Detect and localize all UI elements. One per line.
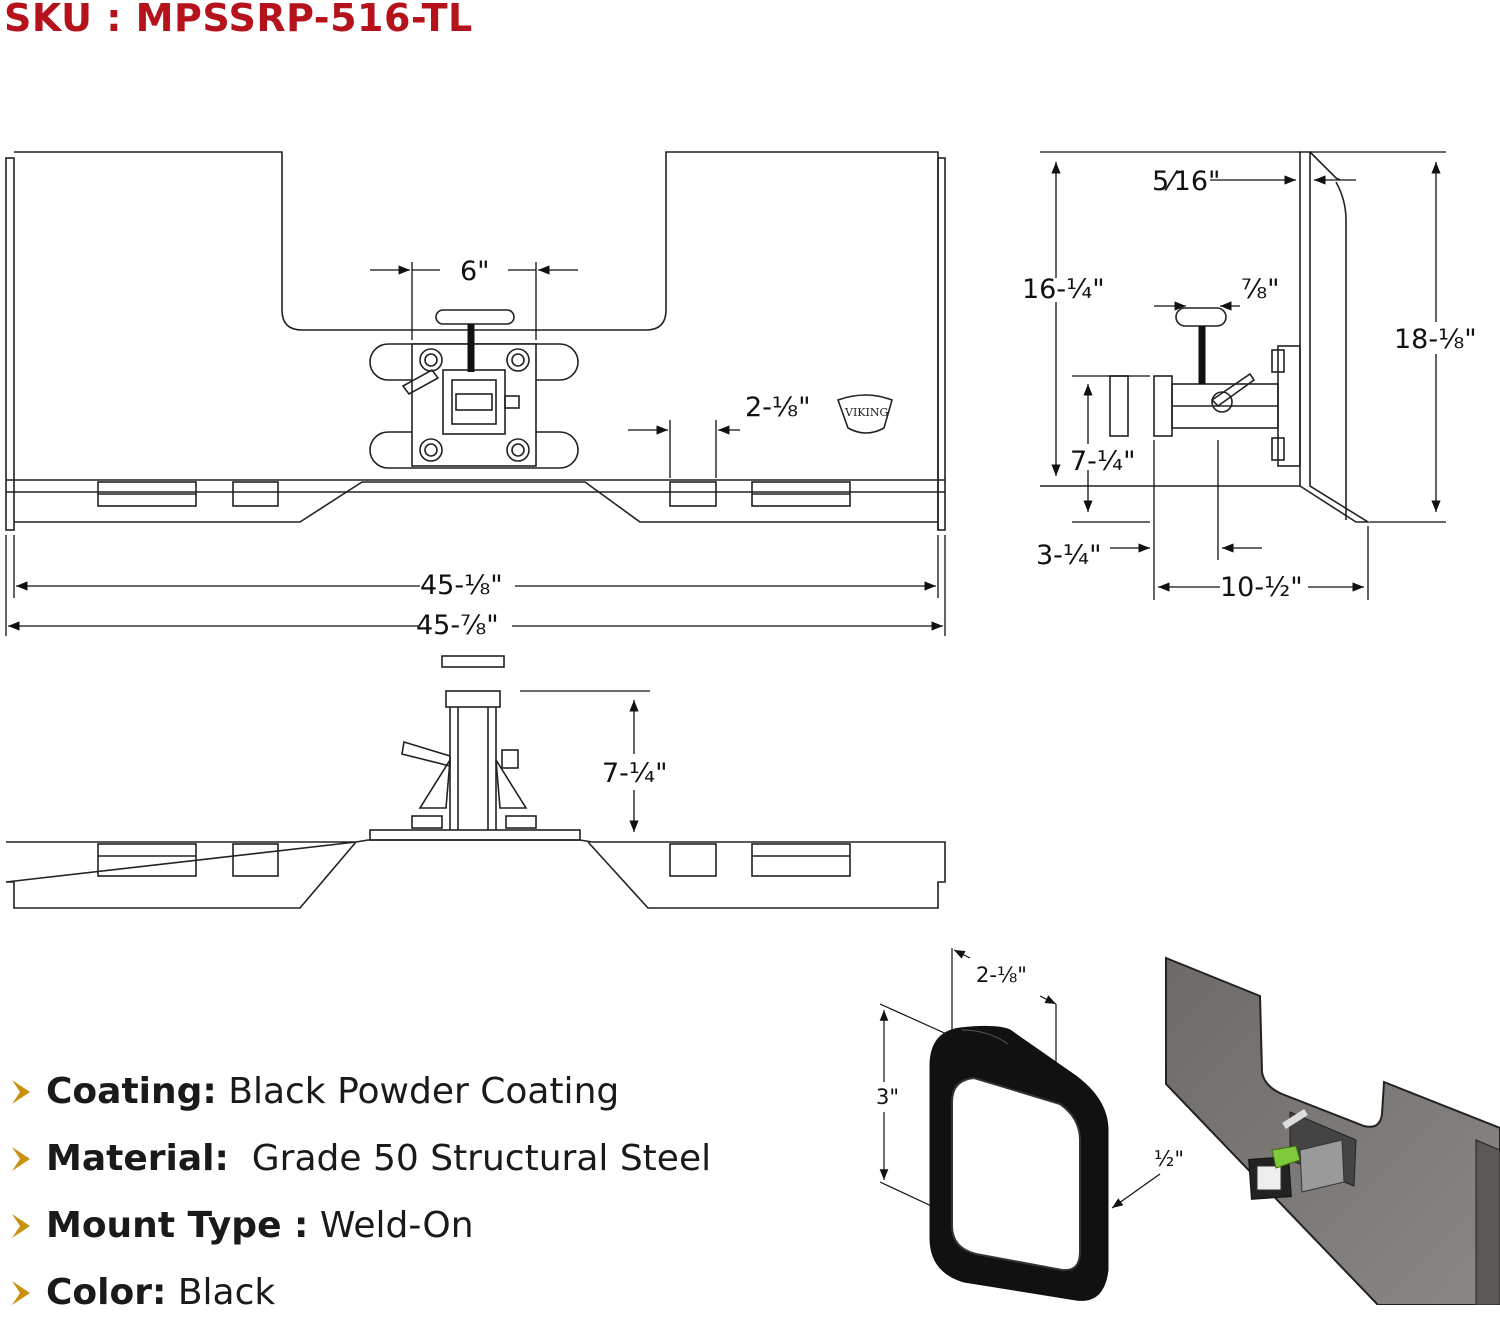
spec-coating: Coating: Black Powder Coating (6, 1058, 806, 1125)
dim-receiver-height: 3" (876, 1085, 899, 1109)
dim-height-inner: 16-¼" (1022, 274, 1105, 305)
dim-receiver-wall: ½" (1154, 1147, 1184, 1171)
front-slot-3 (669, 481, 717, 507)
front-right-edge (937, 157, 946, 531)
side-receiver-face (1153, 375, 1173, 437)
dim-pin: ⅞" (1241, 274, 1280, 305)
front-left-edge (5, 157, 15, 531)
dim-hitch-width: 6" (460, 256, 490, 287)
chevron-right-icon (12, 1213, 30, 1238)
receiver-detail (929, 1025, 1109, 1301)
lock-pin-handle (435, 309, 515, 325)
dim-slot: 2-⅛" (745, 392, 811, 423)
front-dimensions (5, 262, 946, 636)
dim-height-overall: 18-⅛" (1394, 324, 1477, 355)
receiver-dimensions (879, 948, 1161, 1211)
bottom-lever (401, 740, 451, 768)
dim-bottom-height: 7-¼" (602, 758, 668, 789)
bottom-pin-cap (441, 655, 505, 668)
dim-offset: 3-¼" (1036, 540, 1102, 571)
spec-material: Material: Grade 50 Structural Steel (6, 1125, 806, 1192)
dim-inner-width: 45-⅛" (420, 570, 503, 601)
chevron-right-icon (12, 1146, 30, 1171)
bottom-dimensions (520, 690, 650, 832)
side-section (1109, 375, 1129, 437)
dim-overall-width: 45-⅞" (416, 610, 499, 641)
front-lever (401, 368, 440, 396)
side-plate (1299, 151, 1371, 523)
chevron-right-icon (12, 1079, 30, 1104)
dim-plate: 5⁄16" (1152, 166, 1220, 197)
viking-logo (836, 394, 893, 434)
front-slot-2 (232, 481, 279, 507)
chevron-right-icon (12, 1280, 30, 1305)
dim-receiver: 7-¼" (1070, 446, 1136, 477)
side-pin-handle (1175, 307, 1227, 327)
front-bevel (14, 481, 938, 523)
logo-text: VIKING (844, 406, 888, 419)
side-view (1040, 151, 1371, 523)
dim-depth: 10-½" (1220, 572, 1303, 603)
sku-title: SKU : MPSSRP-516-TL (4, 0, 473, 40)
side-dimensions (1040, 151, 1446, 600)
spec-color: Color: Black (6, 1259, 806, 1326)
dim-receiver-width: 2-⅛" (976, 963, 1027, 987)
spec-mount-type: Mount Type : Weld-On (6, 1192, 806, 1259)
spec-list: Coating: Black Powder Coating Material: … (6, 1058, 806, 1326)
bottom-receiver-top (445, 690, 501, 708)
bottom-view (5, 655, 946, 909)
side-mount-plate (1277, 345, 1301, 467)
front-view: VIKING (5, 151, 946, 531)
bottom-base-plate (369, 829, 581, 841)
assembly-render (1165, 956, 1500, 1305)
front-plate-outline (14, 151, 939, 530)
bottom-plate (5, 839, 946, 909)
